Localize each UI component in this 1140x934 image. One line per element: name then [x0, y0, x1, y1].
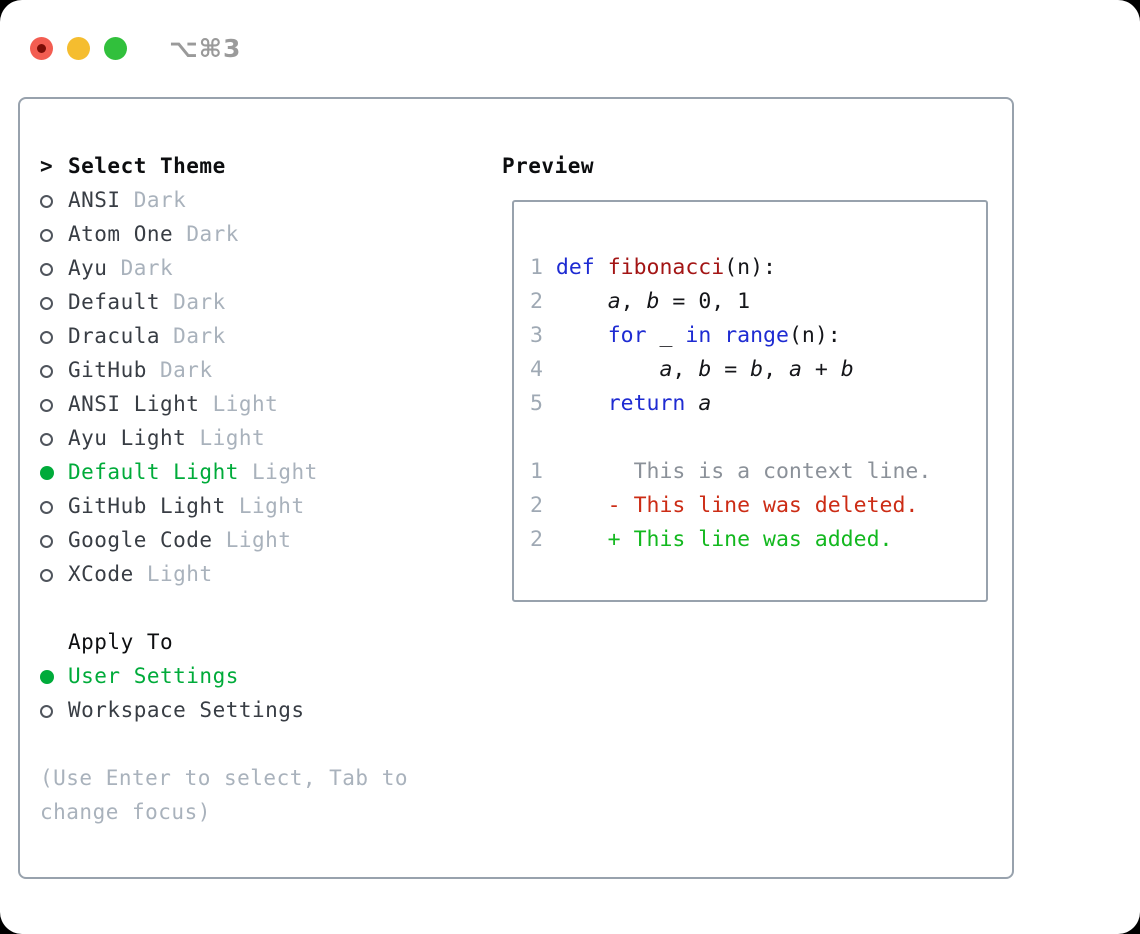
code-preview: 1 def fibonacci(n): 2 a, b = 0, 1 3 for _ … — [530, 251, 982, 557]
theme-name: ANSI — [68, 188, 121, 212]
radio-unselected-icon — [40, 535, 53, 548]
diff-line-added: 2 + This line was added. — [530, 527, 893, 552]
radio-selected-icon — [40, 670, 54, 684]
theme-option-default-light[interactable]: Default Light Light — [40, 455, 480, 489]
theme-variant-tag: Dark — [120, 256, 174, 280]
theme-name: ANSI Light — [68, 392, 200, 416]
theme-name: Atom One — [68, 222, 174, 246]
theme-name: Dracula — [68, 324, 161, 348]
line-number: 2 — [530, 493, 543, 518]
apply-to-header: Apply To — [40, 625, 480, 659]
line-number: 1 — [530, 459, 543, 484]
radio-unselected-icon — [40, 399, 53, 412]
radio-unselected-icon — [40, 501, 53, 514]
select-theme-header-label: Select Theme — [68, 154, 226, 178]
theme-variant-tag: Light — [146, 562, 213, 586]
theme-variant-tag: Light — [252, 460, 318, 484]
code-line: 3 for _ in range(n): — [530, 323, 841, 348]
theme-option-google-code[interactable]: Google Code Light — [40, 523, 480, 557]
theme-variant-tag: Dark — [133, 188, 187, 212]
spacer — [40, 727, 480, 761]
theme-name: Default — [68, 290, 161, 314]
apply-option-workspace-settings[interactable]: Workspace Settings — [40, 693, 480, 727]
blank-code-line — [530, 421, 982, 455]
theme-variant-tag: Dark — [160, 358, 213, 382]
theme-variant-tag: Dark — [173, 290, 226, 314]
theme-name: Google Code — [68, 528, 213, 552]
apply-option-user-settings[interactable]: User Settings — [40, 659, 480, 693]
theme-option-default[interactable]: Default Dark — [40, 285, 480, 319]
line-number: 2 — [530, 527, 543, 552]
radio-unselected-icon — [40, 705, 53, 718]
preview-pane: 1 def fibonacci(n): 2 a, b = 0, 1 3 for _ … — [512, 200, 988, 602]
theme-option-dracula[interactable]: Dracula Dark — [40, 319, 480, 353]
theme-name: GitHub Light — [68, 494, 226, 518]
line-number: 5 — [530, 391, 543, 416]
line-number: 4 — [530, 357, 543, 382]
help-text: (Use Enter to select, Tab to change focu… — [40, 766, 409, 824]
code-line: 2 a, b = 0, 1 — [530, 289, 751, 314]
apply-option-label: User Settings — [68, 664, 239, 688]
theme-variant-tag: Dark — [173, 324, 226, 348]
theme-option-xcode[interactable]: XCode Light — [40, 557, 480, 591]
code-line: 4 a, b = b, a + b — [530, 357, 854, 382]
radio-unselected-icon — [40, 433, 53, 446]
theme-option-ansi[interactable]: ANSI Dark — [40, 183, 480, 217]
radio-unselected-icon — [40, 229, 53, 242]
theme-variant-tag: Light — [238, 494, 305, 518]
theme-option-ayu-light[interactable]: Ayu Light Light — [40, 421, 480, 455]
theme-variant-tag: Light — [225, 528, 292, 552]
code-line: 1 def fibonacci(n): — [530, 255, 776, 280]
zoom-button[interactable] — [104, 37, 127, 60]
apply-option-label: Workspace Settings — [68, 698, 305, 722]
preview-header-label: Preview — [502, 154, 595, 178]
radio-unselected-icon — [40, 195, 53, 208]
window-shortcut-label: ⌥⌘3 — [169, 34, 242, 63]
line-number: 2 — [530, 289, 543, 314]
radio-unselected-icon — [40, 331, 53, 344]
line-number: 3 — [530, 323, 543, 348]
theme-name: Default Light — [68, 460, 239, 484]
theme-option-atom-one[interactable]: Atom One Dark — [40, 217, 480, 251]
apply-to-header-label: Apply To — [68, 630, 174, 654]
window-titlebar: ⌥⌘3 — [0, 0, 1140, 97]
diff-line-context: 1 This is a context line. — [530, 459, 932, 484]
theme-option-ayu[interactable]: Ayu Dark — [40, 251, 480, 285]
diff-line-deleted: 2 - This line was deleted. — [530, 493, 919, 518]
theme-name: Ayu Light — [68, 426, 187, 450]
theme-variant-tag: Dark — [186, 222, 239, 246]
theme-name: XCode — [68, 562, 134, 586]
radio-unselected-icon — [40, 569, 53, 582]
minimize-button[interactable] — [67, 37, 90, 60]
radio-unselected-icon — [40, 263, 53, 276]
focus-caret-icon: > — [40, 154, 54, 178]
theme-variant-tag: Light — [199, 426, 266, 450]
theme-option-ansi-light[interactable]: ANSI Light Light — [40, 387, 480, 421]
theme-option-github-light[interactable]: GitHub Light Light — [40, 489, 480, 523]
theme-variant-tag: Light — [212, 392, 279, 416]
theme-option-github[interactable]: GitHub Dark — [40, 353, 480, 387]
radio-unselected-icon — [40, 297, 53, 310]
close-dot-icon — [37, 44, 46, 53]
spacer — [40, 591, 480, 625]
select-theme-header: > Select Theme — [40, 149, 480, 183]
theme-name: Ayu — [68, 256, 108, 280]
line-number: 1 — [530, 255, 543, 280]
close-button[interactable] — [30, 37, 53, 60]
radio-unselected-icon — [40, 365, 53, 378]
code-line: 5 return a — [530, 391, 712, 416]
theme-name: GitHub — [68, 358, 147, 382]
radio-selected-icon — [40, 466, 54, 480]
